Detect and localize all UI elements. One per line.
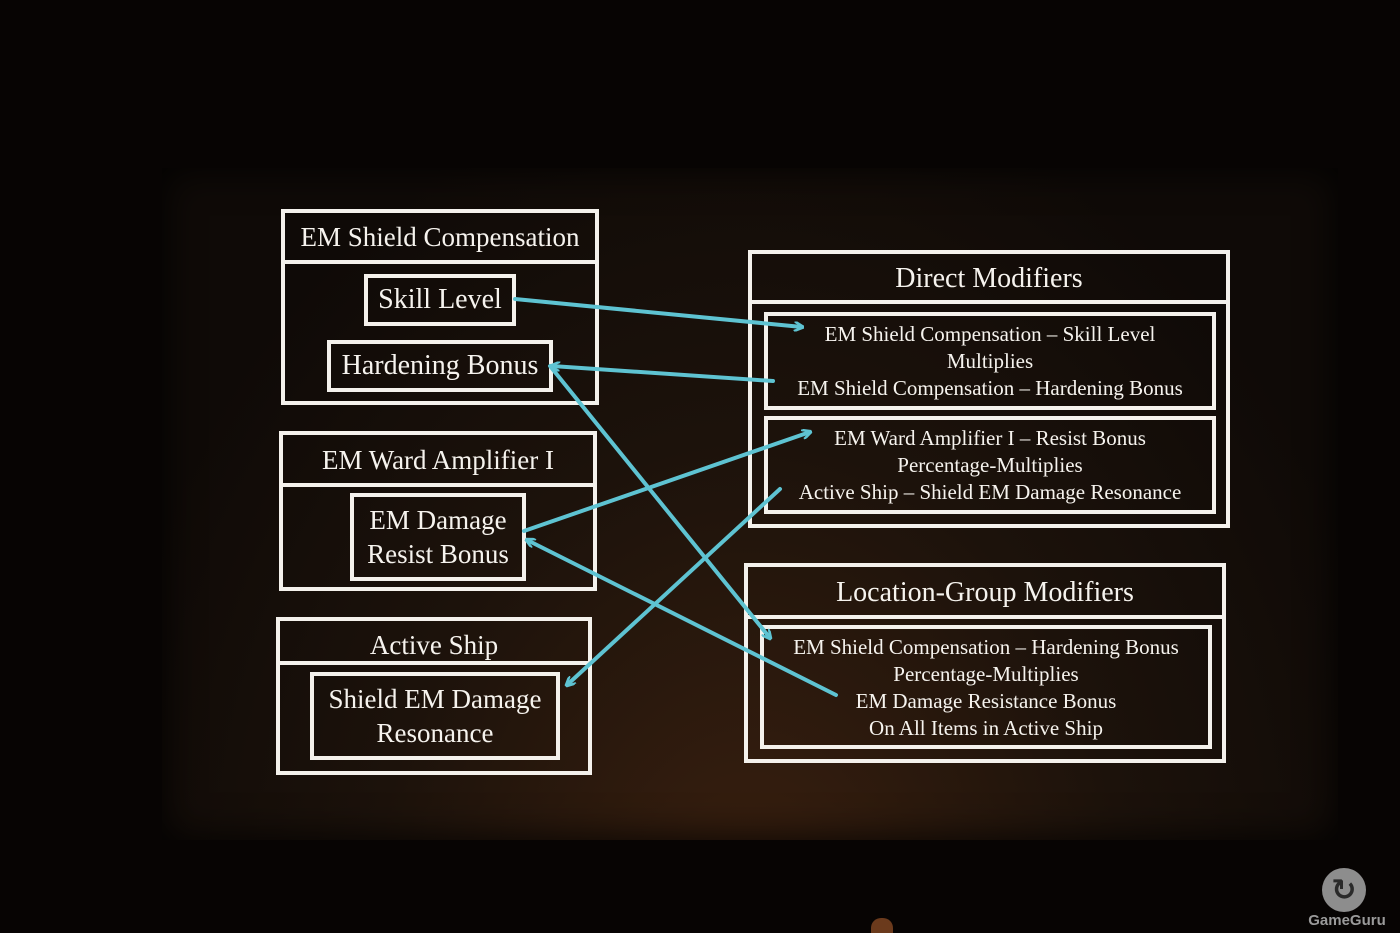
skill-level-attribute: Skill Level [364,274,516,326]
swirl-logo-icon: ↻ [1322,868,1366,912]
direct-g1-line1: EM Shield Compensation – Skill Level [824,322,1156,346]
direct-g1-line3: EM Shield Compensation – Hardening Bonus [797,376,1183,400]
em-shield-compensation-box: EM Shield Compensation Skill Level Harde… [281,209,599,405]
shield-em-damage-resonance-attribute: Shield EM Damage Resonance [310,672,560,760]
location-group-modifiers-box: Location-Group Modifiers EM Shield Compe… [744,563,1226,763]
direct-modifiers-box: Direct Modifiers EM Shield Compensation … [748,250,1230,528]
direct-g1-line2: Multiplies [946,349,1034,373]
active-ship-title: Active Ship [280,621,588,665]
hardening-bonus-label: Hardening Bonus [341,350,539,381]
em-damage-resist-line2: Resist Bonus [367,539,509,569]
direct-modifier-group-2: EM Ward Amplifier I – Resist Bonus Perce… [764,416,1216,514]
location-line1: EM Shield Compensation – Hardening Bonus [793,635,1179,659]
skill-level-label: Skill Level [378,284,502,315]
active-ship-box: Active Ship Shield EM Damage Resonance [276,617,592,775]
location-group-modifiers-title: Location-Group Modifiers [748,567,1222,619]
speaker-head [871,918,893,933]
hardening-bonus-attribute: Hardening Bonus [327,340,553,392]
watermark-name: GameGuru [1308,912,1386,929]
shield-em-resonance-line1: Shield EM Damage [328,684,542,714]
location-line2: Percentage-Multiplies [893,662,1079,686]
em-ward-amplifier-title: EM Ward Amplifier I [283,435,593,487]
shield-em-resonance-line2: Resonance [376,718,494,748]
direct-g2-line3: Active Ship – Shield EM Damage Resonance [798,480,1182,504]
em-ward-amplifier-box: EM Ward Amplifier I EM Damage Resist Bon… [279,431,597,591]
em-shield-compensation-title: EM Shield Compensation [285,213,595,264]
direct-modifier-group-1: EM Shield Compensation – Skill Level Mul… [764,312,1216,410]
direct-g2-line2: Percentage-Multiplies [897,453,1083,477]
em-damage-resist-bonus-attribute: EM Damage Resist Bonus [350,493,526,581]
em-damage-resist-line1: EM Damage [369,505,507,535]
location-modifier-group: EM Shield Compensation – Hardening Bonus… [760,625,1212,749]
location-line4: On All Items in Active Ship [869,716,1103,740]
gameguru-watermark: ↻ GameGuru [1300,868,1394,930]
direct-g2-line1: EM Ward Amplifier I – Resist Bonus [834,426,1146,450]
direct-modifiers-title: Direct Modifiers [752,254,1226,304]
location-line3: EM Damage Resistance Bonus [855,689,1117,713]
